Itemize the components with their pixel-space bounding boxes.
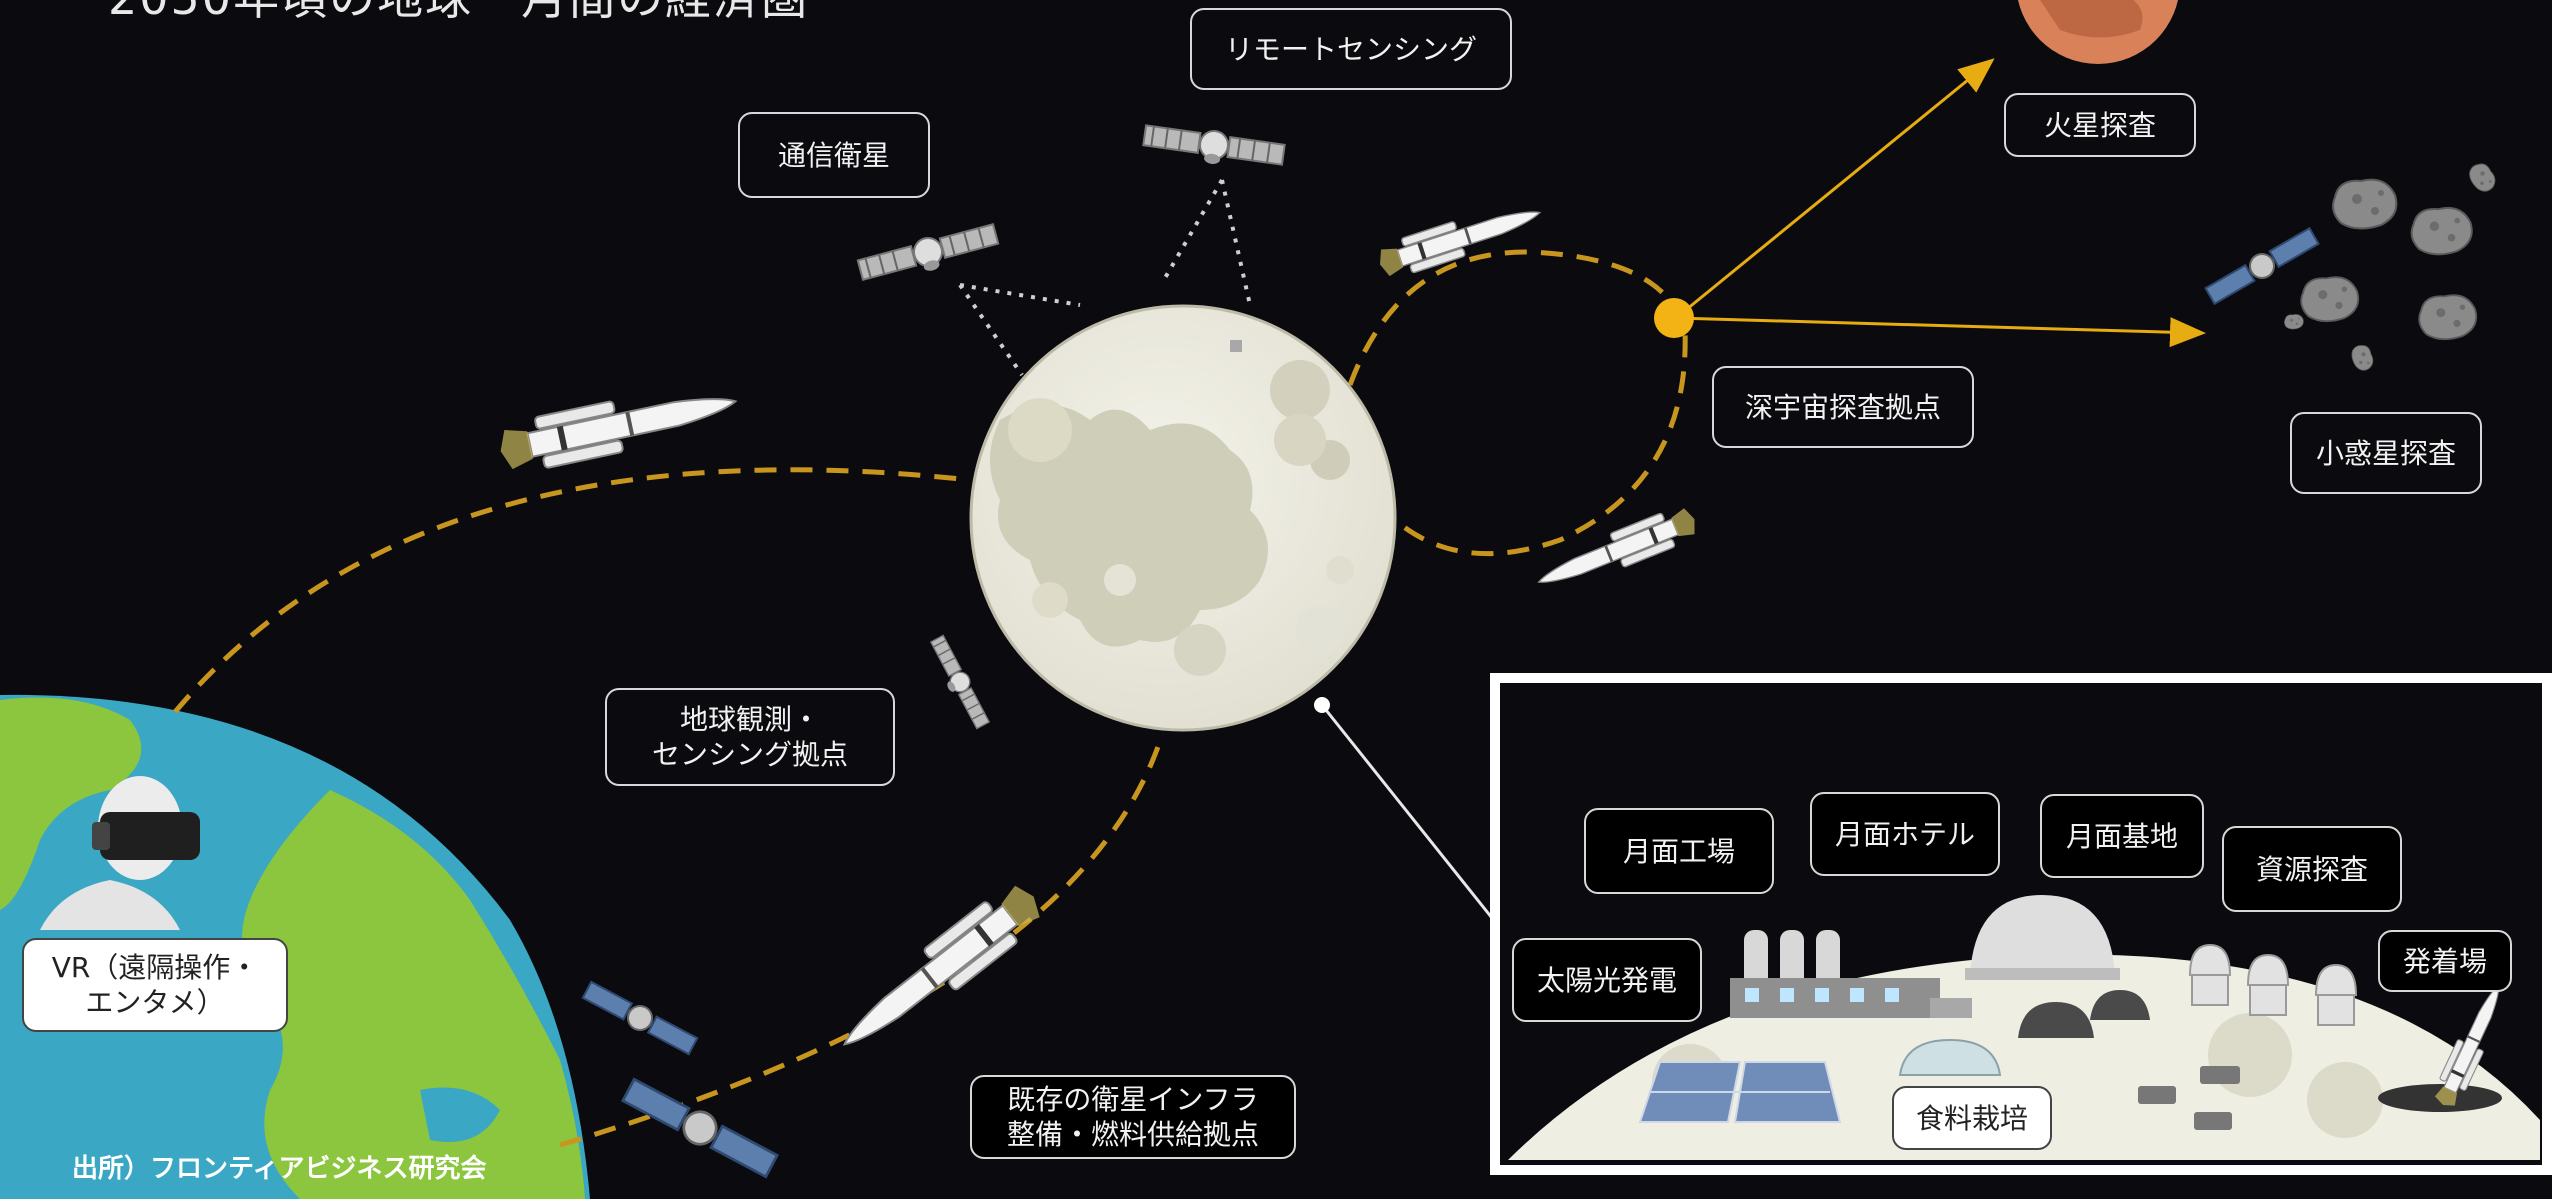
page-title: 2050年頃の地球ー月間の経済圏 xyxy=(108,0,809,28)
label-vr: VR（遠隔操作・エンタメ） xyxy=(22,938,288,1032)
label-launch-site: 発着場 xyxy=(2378,930,2512,992)
label-mars: 火星探査 xyxy=(2004,93,2196,157)
hotel-dome xyxy=(1970,895,2115,975)
base-dome-2 xyxy=(2090,990,2150,1020)
label-remote-sensing: リモートセンシング xyxy=(1190,8,1512,90)
deep-space-orbit xyxy=(1347,249,1688,557)
label-lunar-base: 月面基地 xyxy=(2040,794,2204,878)
label-deep-space: 深宇宙探査拠点 xyxy=(1712,366,1974,448)
label-satellite-infra: 既存の衛星インフラ整備・燃料供給拠点 xyxy=(970,1075,1296,1159)
label-lunar-factory: 月面工場 xyxy=(1584,808,1774,894)
factory xyxy=(1730,930,1972,1018)
label-comm-satellite: 通信衛星 xyxy=(738,112,930,198)
inset-callout-dot xyxy=(1314,697,1330,713)
moon xyxy=(969,304,1397,732)
satellite-links xyxy=(958,178,1252,377)
arrows xyxy=(1675,58,2206,348)
rovers xyxy=(2138,1066,2240,1130)
greenhouse xyxy=(1898,1038,2002,1076)
label-food-cultivation: 食料栽培 xyxy=(1892,1086,2052,1150)
solar-panels xyxy=(1638,1061,1842,1123)
mars xyxy=(2018,0,2178,64)
label-earth-observation: 地球観測・センシング拠点 xyxy=(605,688,895,786)
deep-space-hub xyxy=(1654,298,1694,338)
source-note: 出所）フロンティアビジネス研究会 xyxy=(72,1154,487,1184)
inset-callout-line xyxy=(1320,704,1494,919)
resource-tanks xyxy=(2188,943,2358,1026)
vr-user-icon xyxy=(40,776,200,930)
earth-moon-orbit-upper xyxy=(173,467,971,714)
label-resource-exploration: 資源探査 xyxy=(2222,826,2402,912)
launch-pad xyxy=(2378,978,2513,1112)
label-asteroid: 小惑星探査 xyxy=(2290,412,2482,494)
label-solar-power: 太陽光発電 xyxy=(1512,938,1702,1022)
base-dome-1 xyxy=(2018,1002,2094,1038)
label-lunar-hotel: 月面ホテル xyxy=(1810,792,2000,876)
